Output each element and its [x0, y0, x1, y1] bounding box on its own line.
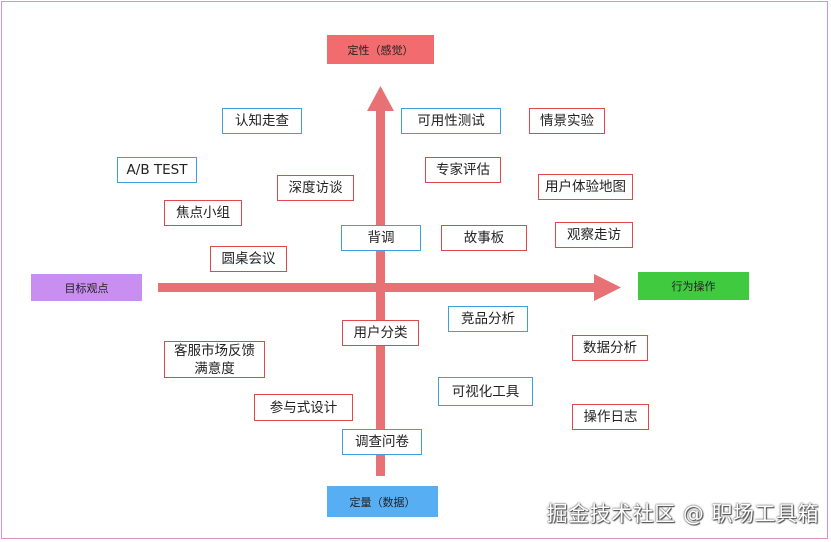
- method-box: 竞品分析: [448, 306, 528, 332]
- vertical-axis-line: [376, 110, 385, 476]
- method-box: 可用性测试: [401, 108, 501, 134]
- axis-label-qualitative: 定性（感觉）: [327, 35, 434, 64]
- axis-label-attitudinal: 目标观点: [31, 274, 142, 301]
- axis-label-behavioral: 行为操作: [638, 272, 749, 300]
- method-box: 观察走访: [555, 222, 633, 248]
- vertical-axis-arrowhead: [367, 86, 394, 111]
- method-box: 用户体验地图: [538, 174, 633, 200]
- horizontal-axis-arrowhead: [594, 274, 621, 301]
- method-box: 数据分析: [572, 335, 648, 361]
- method-box: 焦点小组: [164, 200, 242, 226]
- horizontal-axis-line: [158, 283, 594, 292]
- method-box: 深度访谈: [277, 175, 354, 201]
- method-box: 认知走查: [222, 108, 302, 134]
- method-box: 调查问卷: [342, 429, 422, 455]
- method-box: 背调: [341, 225, 421, 251]
- method-box: 故事板: [441, 225, 527, 251]
- method-box: 用户分类: [342, 320, 419, 346]
- method-box: 可视化工具: [438, 377, 533, 406]
- method-box: 参与式设计: [254, 394, 353, 421]
- watermark: 掘金技术社区 @ 职场工具箱: [546, 502, 819, 526]
- method-box: 操作日志: [572, 404, 649, 430]
- method-box: 客服市场反馈 满意度: [164, 341, 265, 378]
- method-box: 圆桌会议: [210, 246, 287, 272]
- method-box: 情景实验: [529, 108, 605, 134]
- method-box: A/B TEST: [117, 157, 197, 183]
- axis-label-quantitative: 定量（数据）: [327, 486, 438, 517]
- method-box: 专家评估: [425, 157, 501, 183]
